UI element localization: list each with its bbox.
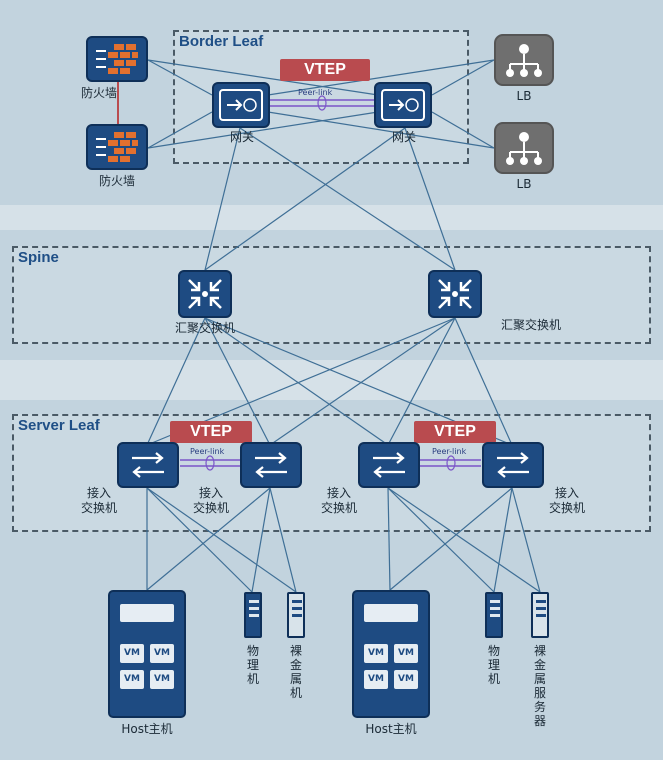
host-right-label: Host主机 — [365, 722, 417, 736]
firewall-bottom-label: 防火墙 — [98, 174, 135, 188]
physical-server-right[interactable] — [485, 592, 503, 638]
aggregation-switch-icon — [438, 279, 472, 309]
firewall-top-label: 防火墙 — [80, 86, 117, 100]
spine-switch-left[interactable] — [178, 270, 232, 318]
vm-badge: VM — [120, 670, 144, 689]
server-slot — [249, 607, 259, 610]
firewall-bottom[interactable] — [86, 124, 148, 170]
lb-bottom-label: LB — [516, 177, 532, 191]
vtep-tag-left: VTEP — [170, 421, 252, 443]
zone-title-spine: Spine — [18, 249, 59, 266]
vm-badge: VM — [364, 670, 388, 689]
host-screen — [364, 604, 418, 622]
background-band — [0, 205, 663, 230]
lb-bottom[interactable] — [494, 122, 554, 174]
host-screen — [120, 604, 174, 622]
access-switch-icon — [255, 452, 287, 478]
gateway-right[interactable] — [374, 82, 432, 128]
vm-badge: VM — [394, 670, 418, 689]
vtep-tag-right: VTEP — [414, 421, 496, 443]
server-slot — [292, 607, 302, 610]
aggregation-switch-icon — [188, 279, 222, 309]
peer-link-label-right: Peer-link — [432, 447, 467, 456]
gateway-left[interactable] — [212, 82, 270, 128]
server-slot — [292, 614, 302, 617]
vtep-tag-border: VTEP — [280, 59, 370, 81]
server-slot — [292, 600, 302, 603]
zone-spine: Spine — [12, 246, 651, 344]
access-switch-1-label: 接入 交换机 — [80, 486, 117, 515]
firewall-top[interactable] — [86, 36, 148, 82]
router-gateway-icon — [381, 89, 425, 121]
server-slot — [249, 600, 259, 603]
access-switch-3[interactable] — [358, 442, 420, 488]
baremetal-right-label: 裸金属服务器 — [533, 644, 546, 728]
server-slot — [536, 607, 546, 610]
firewall-icon — [96, 44, 138, 74]
access-switch-4-label: 接入 交换机 — [548, 486, 585, 515]
peer-link-label-border: Peer-link — [298, 88, 333, 97]
baremetal-left-label: 裸金属机 — [289, 644, 302, 700]
gateway-left-label: 网关 — [229, 130, 254, 144]
access-switch-2[interactable] — [240, 442, 302, 488]
zone-title-border-leaf: Border Leaf — [179, 33, 264, 50]
server-slot — [536, 614, 546, 617]
lb-top-label: LB — [516, 89, 532, 103]
baremetal-server-right[interactable] — [531, 592, 549, 638]
access-switch-4[interactable] — [482, 442, 544, 488]
host-server-left[interactable]: VM VM VM VM — [108, 590, 186, 718]
access-switch-2-label: 接入 交换机 — [192, 486, 229, 515]
vm-badge: VM — [364, 644, 388, 663]
firewall-icon — [96, 132, 138, 162]
lb-top[interactable] — [494, 34, 554, 86]
load-balancer-icon — [506, 44, 542, 77]
router-gateway-icon — [219, 89, 263, 121]
host-left-label: Host主机 — [121, 722, 173, 736]
access-switch-1[interactable] — [117, 442, 179, 488]
server-slot — [490, 607, 500, 610]
spine-switch-left-label: 汇聚交换机 — [174, 321, 235, 335]
vm-badge: VM — [394, 644, 418, 663]
physical-left-label: 物理机 — [246, 644, 259, 686]
zone-title-server-leaf: Server Leaf — [18, 417, 100, 434]
spine-switch-right-label: 汇聚交换机 — [500, 318, 561, 332]
load-balancer-icon — [506, 132, 542, 165]
server-slot — [536, 600, 546, 603]
physical-right-label: 物理机 — [487, 644, 500, 686]
peer-link-label-left: Peer-link — [190, 447, 225, 456]
vm-badge: VM — [150, 670, 174, 689]
gateway-right-label: 网关 — [391, 130, 416, 144]
server-slot — [490, 614, 500, 617]
spine-switch-right[interactable] — [428, 270, 482, 318]
host-server-right[interactable]: VM VM VM VM — [352, 590, 430, 718]
vm-badge: VM — [150, 644, 174, 663]
server-slot — [249, 614, 259, 617]
access-switch-icon — [132, 452, 164, 478]
access-switch-3-label: 接入 交换机 — [320, 486, 357, 515]
baremetal-server-left[interactable] — [287, 592, 305, 638]
server-slot — [490, 600, 500, 603]
background-band — [0, 360, 663, 400]
zone-server-leaf: Server Leaf — [12, 414, 651, 532]
access-switch-icon — [373, 452, 405, 478]
vm-badge: VM — [120, 644, 144, 663]
access-switch-icon — [497, 452, 529, 478]
physical-server-left[interactable] — [244, 592, 262, 638]
